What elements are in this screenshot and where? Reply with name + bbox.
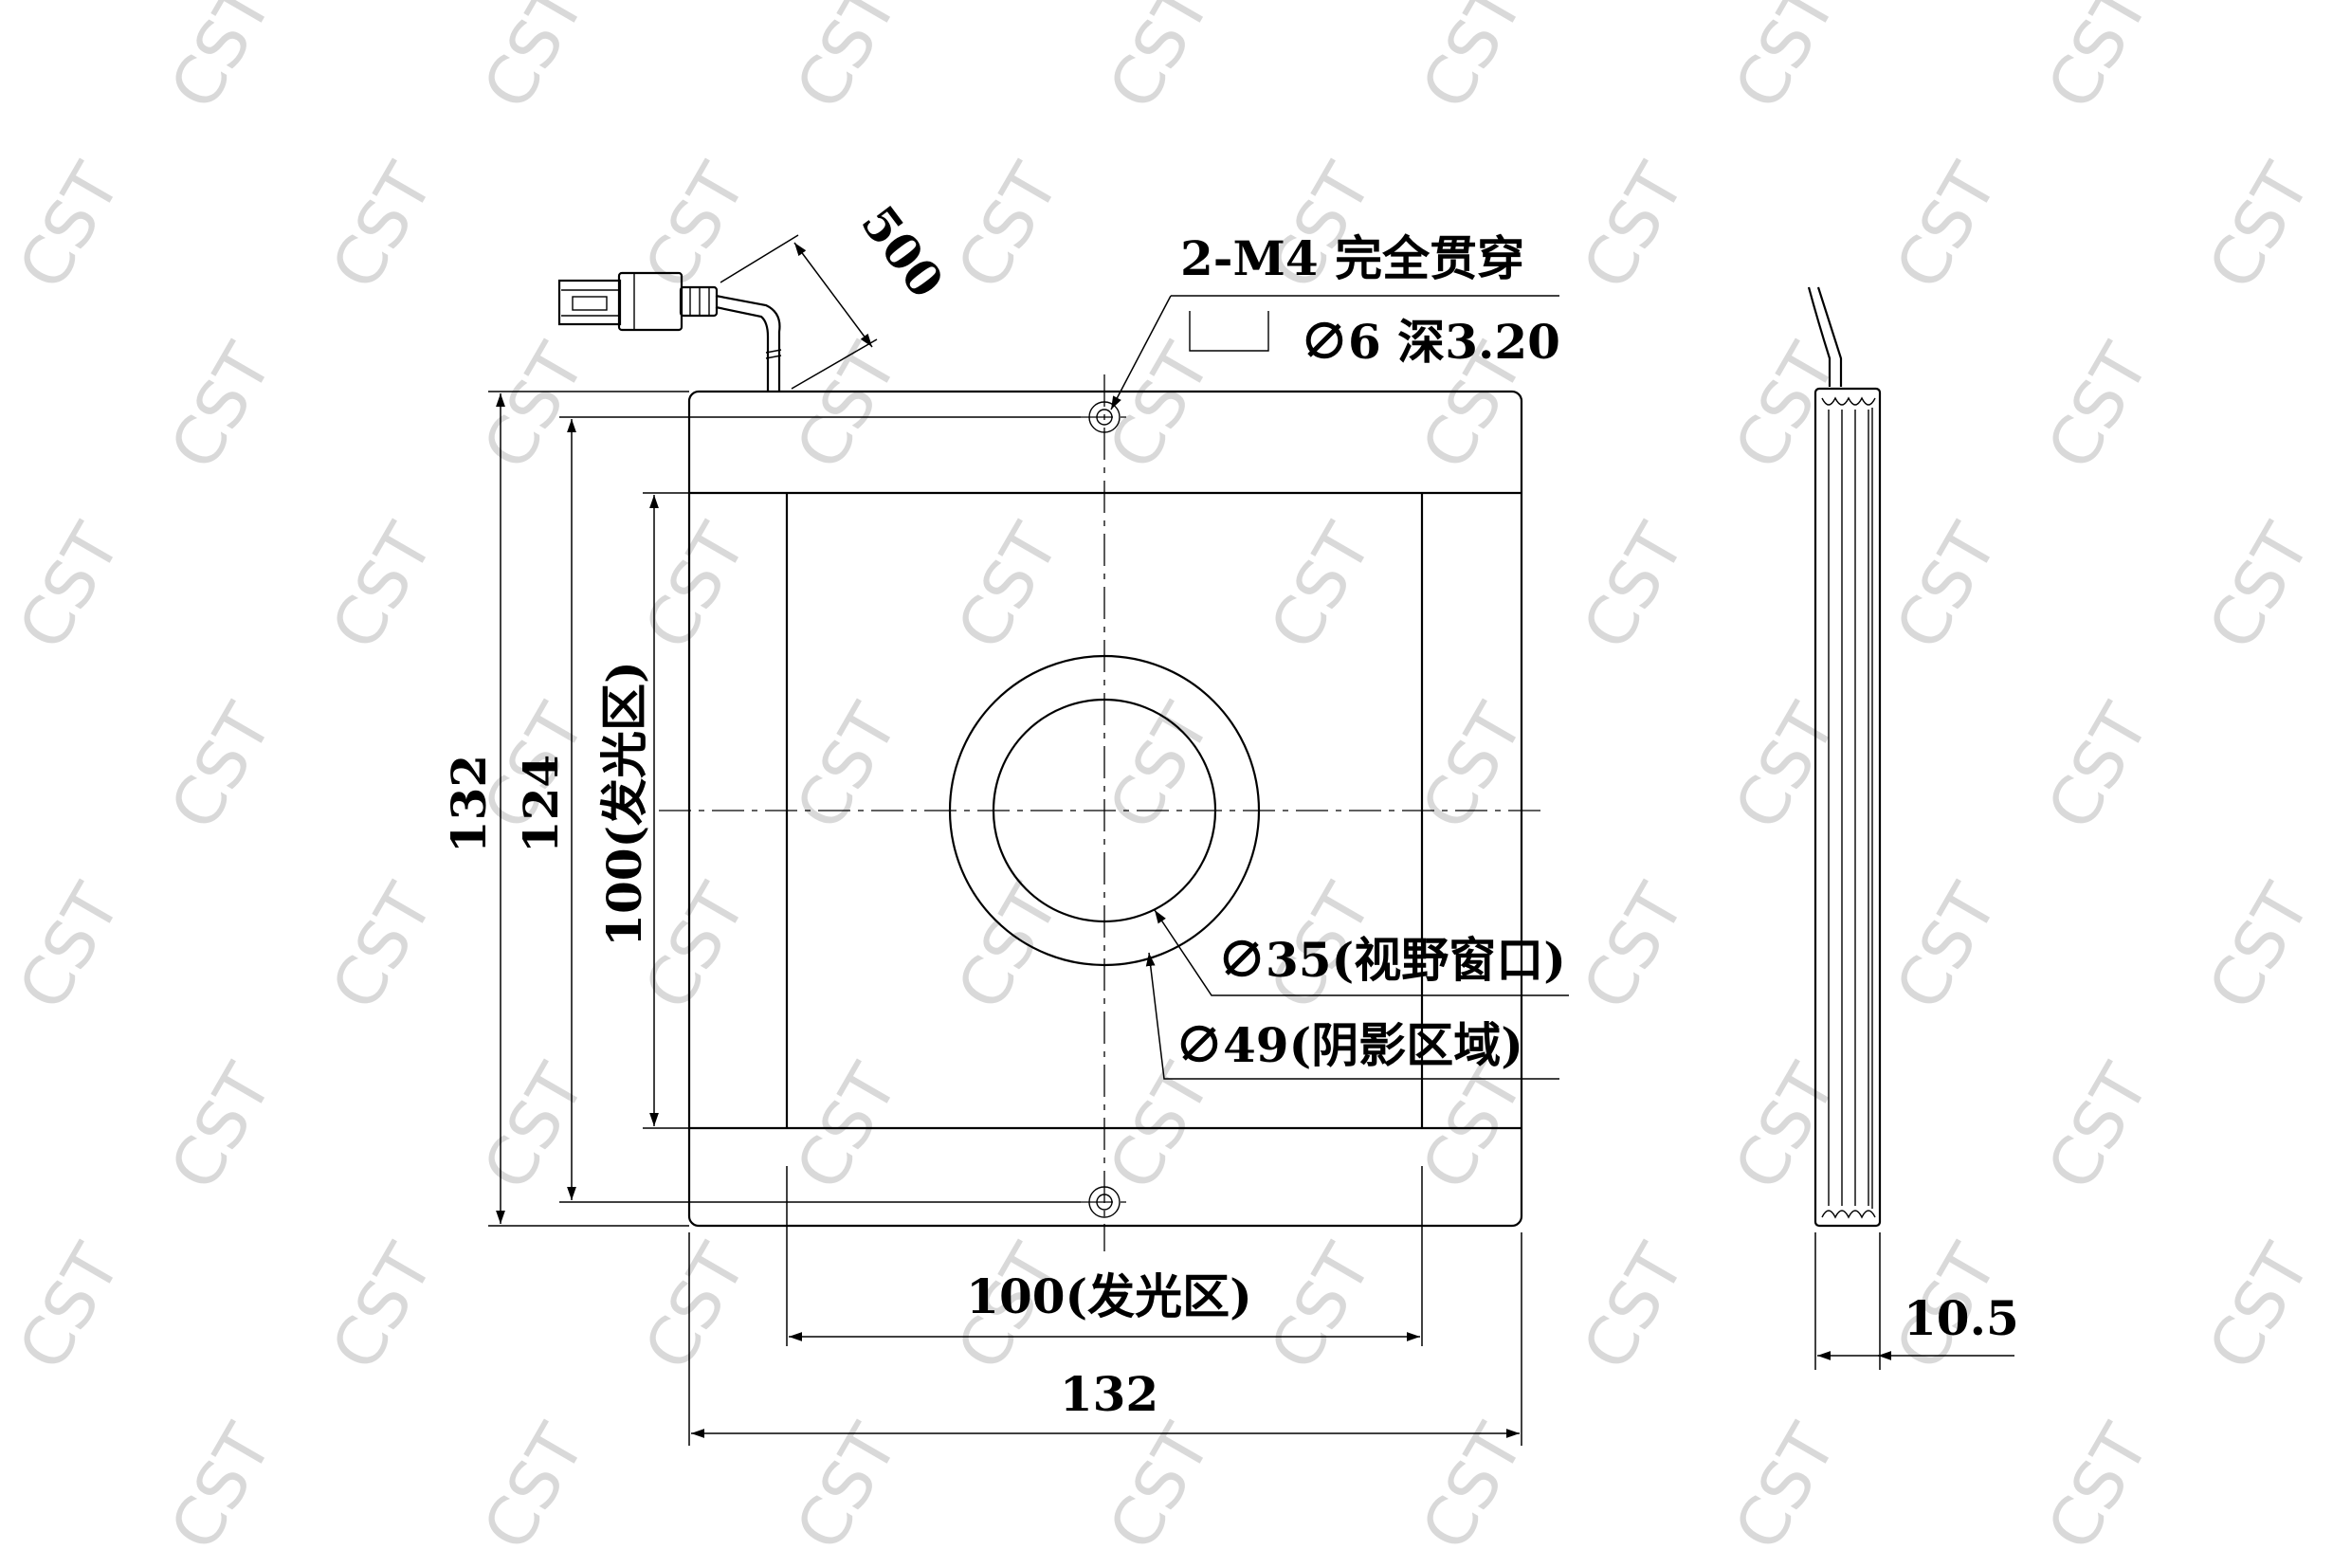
watermark-text: CST bbox=[781, 331, 913, 482]
watermark-text: CST bbox=[1255, 1231, 1387, 1382]
watermark-text: CST bbox=[155, 1412, 287, 1562]
watermark-text: CST bbox=[2194, 151, 2325, 301]
watermark-text: CST bbox=[1720, 0, 1851, 122]
watermark-text: CST bbox=[2032, 691, 2164, 842]
counterbore-symbol bbox=[1189, 311, 1269, 352]
watermark-text: CST bbox=[155, 1051, 287, 1202]
watermark-text: CST bbox=[1568, 511, 1700, 662]
cable-dim-ext-1 bbox=[720, 234, 799, 283]
side-body bbox=[1813, 387, 1882, 1228]
watermark-text: CST bbox=[2032, 331, 2164, 482]
side-top-notches bbox=[1821, 396, 1876, 406]
emit-height-label: 100(发光区) bbox=[596, 661, 652, 947]
watermark-text: CST bbox=[2345, 331, 2351, 482]
watermark-text: CST bbox=[4, 1231, 136, 1382]
watermark-text: CST bbox=[468, 0, 600, 122]
watermark-text: CST bbox=[781, 0, 913, 122]
watermark-text: CST bbox=[2345, 1051, 2351, 1202]
watermark-text: CST bbox=[2032, 1412, 2164, 1562]
hole-leader-diagonal bbox=[1110, 295, 1172, 410]
bottom-hole-inner bbox=[1096, 1194, 1113, 1211]
watermark-text: CST bbox=[1568, 871, 1700, 1022]
watermark-text: CST bbox=[317, 1231, 448, 1382]
watermark-text: CST bbox=[781, 691, 913, 842]
view-window-label: ∅35(视野窗口) bbox=[1218, 932, 1566, 988]
cable-edge bbox=[715, 305, 770, 392]
watermark-text: CST bbox=[942, 511, 1074, 662]
watermark-text: CST bbox=[1407, 1412, 1539, 1562]
cable-break-2 bbox=[765, 355, 782, 359]
watermark-text: CST bbox=[1720, 691, 1851, 842]
side-cable bbox=[1807, 286, 1832, 387]
watermark-text: CST bbox=[317, 871, 448, 1022]
view-window-leader bbox=[1154, 909, 1569, 996]
watermark-text: CST bbox=[317, 151, 448, 301]
outer-width-label: 132 bbox=[1060, 1366, 1158, 1422]
watermark-text: CST bbox=[1094, 0, 1226, 122]
watermark-text: CST bbox=[1094, 331, 1226, 482]
top-hole-outer bbox=[1088, 401, 1121, 433]
mount-spec-line1: 2-M4 完全贯穿 bbox=[1180, 230, 1524, 286]
watermark-text: CST bbox=[2345, 0, 2351, 122]
watermark-text: CST bbox=[1407, 0, 1539, 122]
watermark-text: CST bbox=[1568, 1231, 1700, 1382]
watermark-text: CST bbox=[2194, 871, 2325, 1022]
watermark-text: CST bbox=[155, 331, 287, 482]
cable-dim-ext-2 bbox=[791, 338, 878, 390]
dimensions: 500 132 124 100(发光区) 100(发光区) 132 2-M4 完… bbox=[441, 195, 1569, 1446]
watermark-text: CST bbox=[942, 871, 1074, 1022]
watermark-text: CST bbox=[1720, 1412, 1851, 1562]
watermark-text: CST bbox=[2032, 0, 2164, 122]
watermark-text: CST bbox=[2194, 1231, 2325, 1382]
watermark-text: CST bbox=[155, 0, 287, 122]
connector-plug bbox=[557, 279, 622, 326]
mid-height-label: 124 bbox=[513, 755, 569, 853]
side-cable-edge bbox=[1816, 286, 1843, 387]
watermark-text: CST bbox=[2345, 691, 2351, 842]
watermark-text: CST bbox=[1881, 511, 2013, 662]
side-bottom-notches bbox=[1821, 1210, 1876, 1219]
side-view: 10.5 bbox=[1807, 286, 2019, 1370]
watermark-text: CST bbox=[1720, 1051, 1851, 1202]
cable-dim-line bbox=[793, 242, 873, 348]
watermark-text: CST bbox=[2032, 1051, 2164, 1202]
watermark-text: CST bbox=[2345, 1412, 2351, 1562]
watermark-text: CST bbox=[4, 871, 136, 1022]
bottom-hole-outer bbox=[1088, 1186, 1121, 1218]
watermark-text: CST bbox=[1568, 151, 1700, 301]
watermark-text: CST bbox=[468, 1412, 600, 1562]
watermark-text: CST bbox=[1720, 331, 1851, 482]
cable-length-label: 500 bbox=[850, 195, 955, 308]
mount-spec-line2: ∅6 深3.20 bbox=[1301, 314, 1560, 370]
watermark-text: CST bbox=[781, 1412, 913, 1562]
watermark-text: CST bbox=[1407, 691, 1539, 842]
thickness-label: 10.5 bbox=[1904, 1290, 2019, 1346]
cable bbox=[715, 294, 781, 392]
watermark-text: CST bbox=[629, 1231, 761, 1382]
watermark-text: CST bbox=[629, 151, 761, 301]
cable-break-1 bbox=[765, 349, 782, 354]
outer-height-label: 132 bbox=[441, 755, 497, 853]
watermark-text: CST bbox=[468, 331, 600, 482]
plug-latch bbox=[572, 296, 608, 311]
emit-width-label: 100(发光区) bbox=[966, 1268, 1252, 1324]
watermark-text: CST bbox=[4, 151, 136, 301]
watermark-text: CST bbox=[4, 511, 136, 662]
watermark-text: CST bbox=[1881, 871, 2013, 1022]
watermark-text: CST bbox=[1881, 151, 2013, 301]
shadow-zone-label: ∅49(阴影区域) bbox=[1176, 1017, 1523, 1073]
watermark-text: CST bbox=[2194, 511, 2325, 662]
watermark-text: CST bbox=[317, 511, 448, 662]
watermark-text: CST bbox=[1094, 1412, 1226, 1562]
watermark-text: CST bbox=[468, 1051, 600, 1202]
watermark-text: CST bbox=[1255, 511, 1387, 662]
watermark-text: CST bbox=[629, 511, 761, 662]
shadow-zone-leader bbox=[1145, 952, 1559, 1080]
top-hole-inner bbox=[1096, 409, 1113, 426]
watermark-text: CST bbox=[942, 151, 1074, 301]
outer-plate bbox=[687, 390, 1523, 1228]
watermark-text: CST bbox=[155, 691, 287, 842]
front-view bbox=[557, 271, 1540, 1251]
